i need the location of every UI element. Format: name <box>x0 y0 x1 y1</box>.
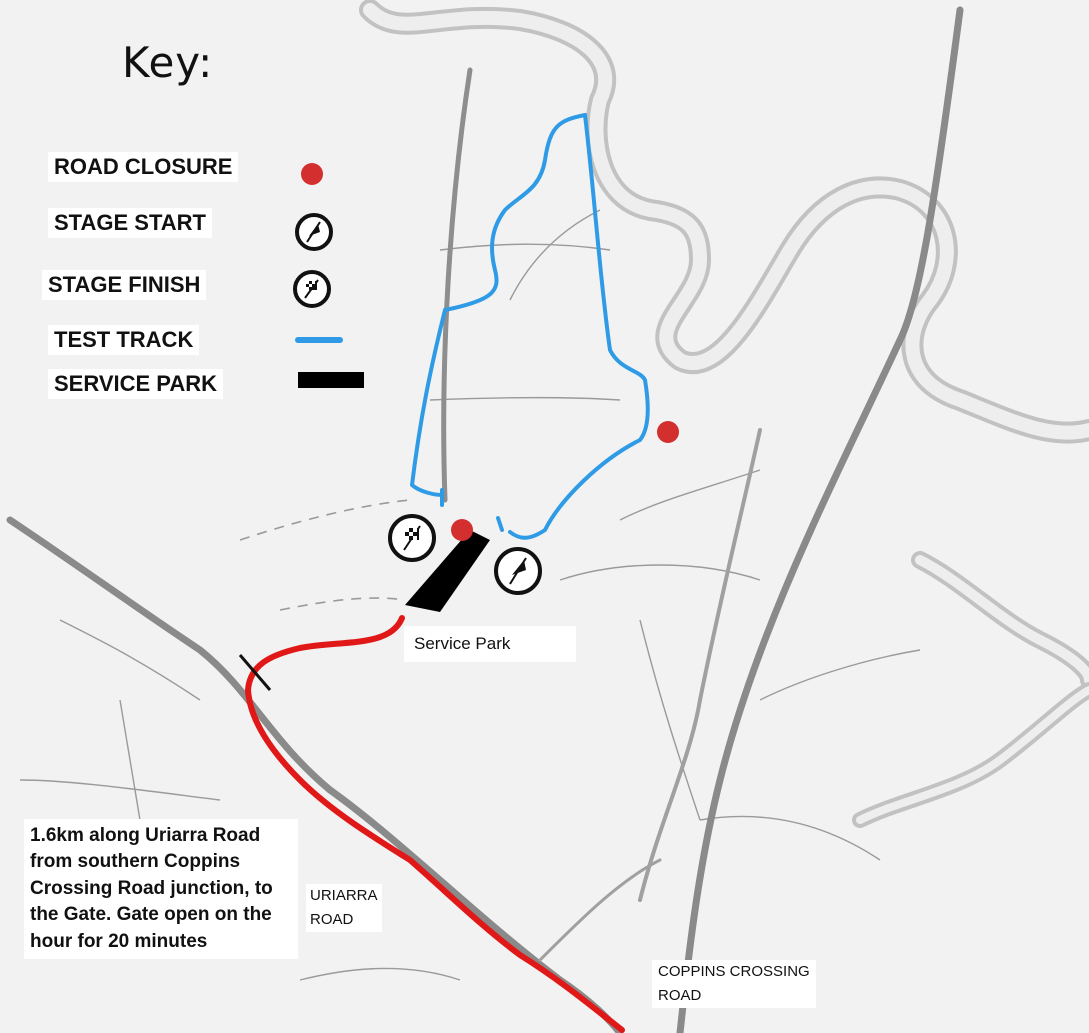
road-closure-marker <box>657 421 679 443</box>
red-dot-icon <box>301 163 323 185</box>
service-park-label: Service Park <box>404 626 576 662</box>
uriarra-road-line1: URIARRA <box>310 887 378 904</box>
stage-start-icon <box>295 213 333 251</box>
dashed-tracks <box>239 499 411 611</box>
coppins-road-line1: COPPINS CROSSING <box>658 963 810 980</box>
coppins-crossing-road-label: COPPINS CROSSING ROAD <box>652 960 816 1008</box>
directions-note: 1.6km along Uriarra Road from southern C… <box>24 819 298 960</box>
key-symbols <box>293 163 364 388</box>
access-route <box>245 615 625 1033</box>
river <box>359 0 1089 828</box>
key-item-service-park: SERVICE PARK <box>48 369 224 399</box>
uriarra-road-label: URIARRA ROAD <box>306 884 382 932</box>
chequered-flag-icon <box>388 514 436 562</box>
key-item-road-closure: ROAD CLOSURE <box>48 152 239 182</box>
coppins-road-line2: ROAD <box>658 987 702 1004</box>
key-item-stage-start: STAGE START <box>48 208 212 238</box>
road-closure-marker <box>451 519 473 541</box>
service-park-area <box>405 530 490 612</box>
key-item-stage-finish: STAGE FINISH <box>42 270 207 300</box>
gate-marker <box>238 654 272 691</box>
uriarra-road-line2: ROAD <box>310 911 354 928</box>
stage-start-icon <box>494 547 542 595</box>
key-title: Key: <box>122 38 214 87</box>
chequered-flag-icon <box>293 270 331 308</box>
black-bar-icon <box>298 372 364 388</box>
test-track <box>410 113 650 540</box>
key-item-test-track: TEST TRACK <box>48 325 200 355</box>
paddock-lines <box>19 209 921 981</box>
